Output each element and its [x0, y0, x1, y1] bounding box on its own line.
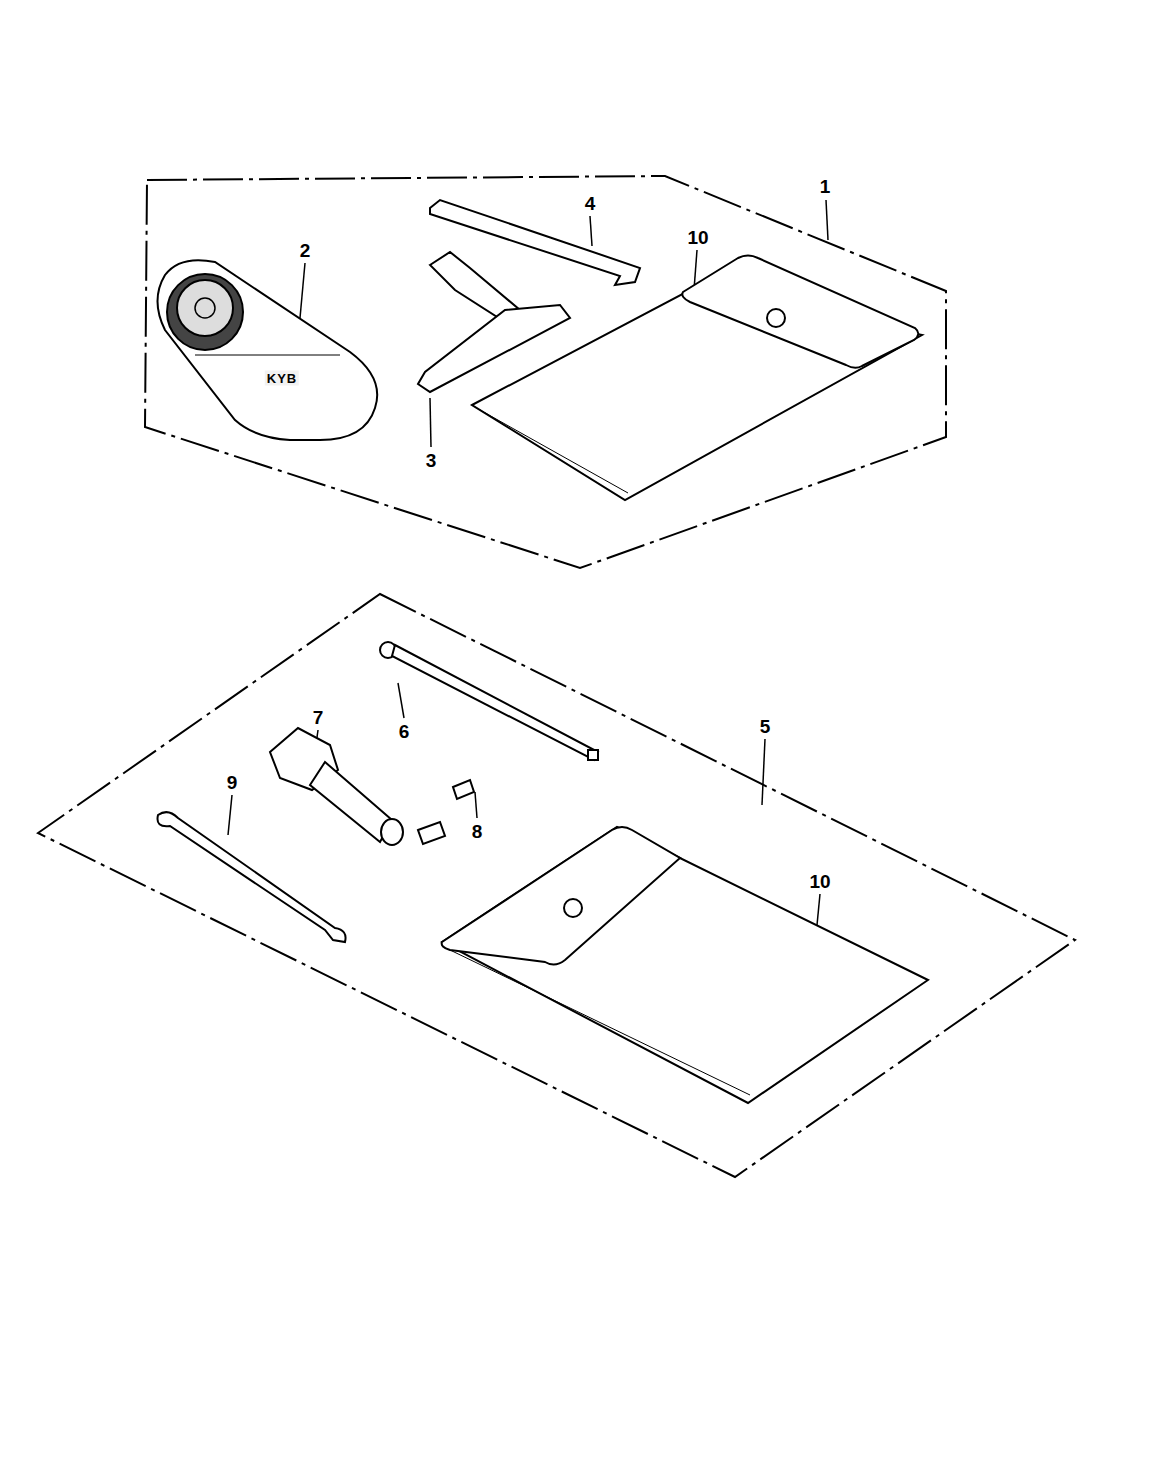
callout-number: 3	[424, 450, 439, 471]
extension-bar	[380, 642, 598, 760]
open-wrench	[158, 812, 346, 942]
tool-pouch	[442, 827, 928, 1103]
flat-wrench	[430, 200, 640, 285]
plug-socket	[270, 728, 403, 845]
callout-number: 6	[397, 721, 412, 742]
callout-number: 9	[225, 772, 240, 793]
kit-outline	[38, 176, 1075, 1177]
brand-mark: KYB	[265, 371, 299, 386]
callout-number: 2	[298, 240, 313, 261]
callout-number: 10	[685, 227, 710, 248]
pins	[418, 780, 474, 844]
callout-number: 4	[583, 193, 598, 214]
callout-number: 8	[470, 821, 485, 842]
callout-number: 7	[311, 707, 326, 728]
callout-number: 5	[758, 716, 773, 737]
tool-pouch	[472, 256, 922, 501]
callout-number: 1	[818, 176, 833, 197]
crank-wrench	[418, 252, 570, 392]
callout-number: 10	[807, 871, 832, 892]
pressure-gauge	[158, 260, 378, 440]
